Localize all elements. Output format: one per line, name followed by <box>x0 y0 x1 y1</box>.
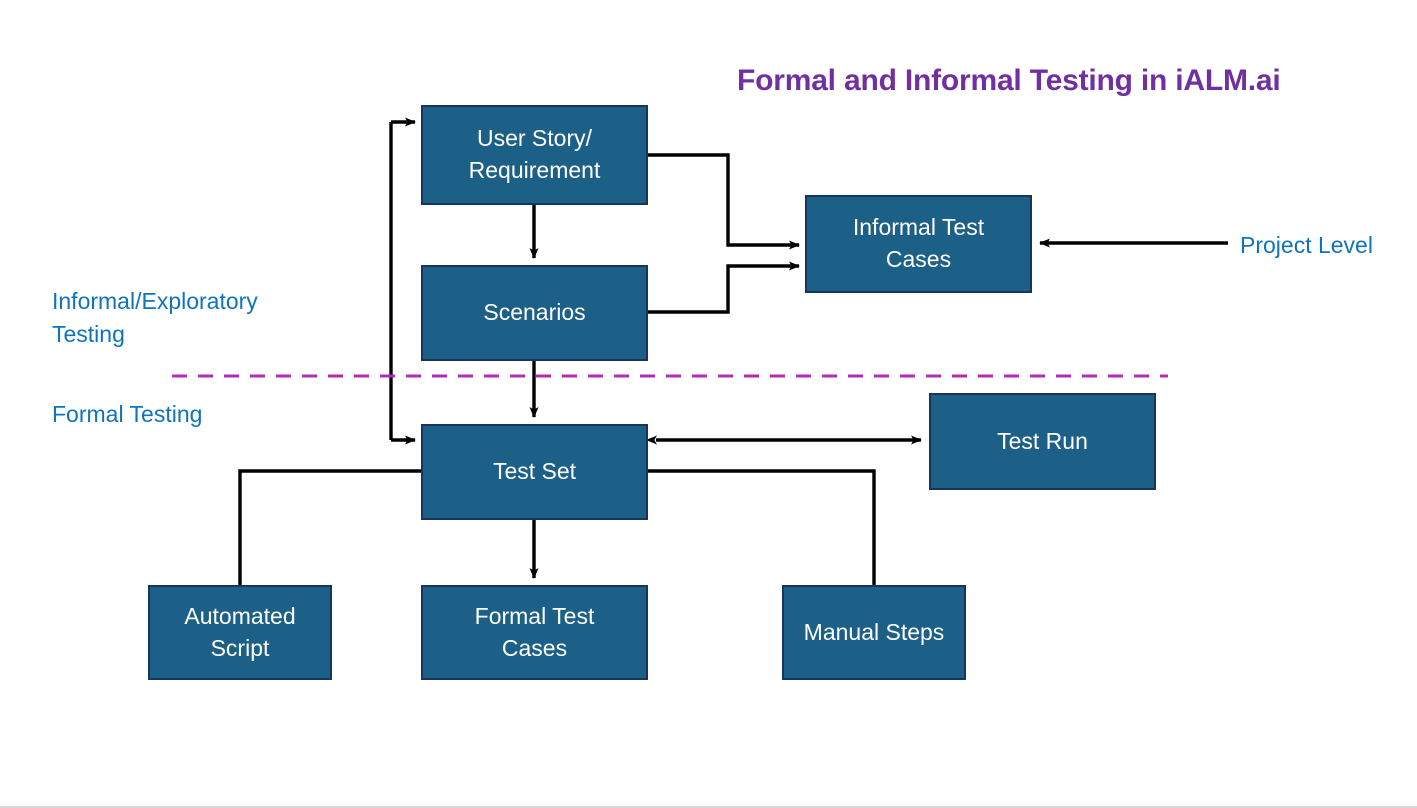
node-automated-script[interactable]: Automated Script <box>148 585 332 680</box>
label-project-level: Project Level <box>1240 232 1373 258</box>
node-formal-test-cases[interactable]: Formal Test Cases <box>421 585 648 680</box>
label-formal-testing: Formal Testing <box>52 401 203 427</box>
page-title: Formal and Informal Testing in iALM.ai <box>737 64 1281 97</box>
node-informal-test-cases[interactable]: Informal Test Cases <box>805 195 1032 293</box>
edge-scenarios-to-informal-test-cases <box>648 261 800 314</box>
node-manual-steps[interactable]: Manual Steps <box>782 585 966 680</box>
label-informal-exploratory-testing: Informal/Exploratory Testing <box>52 288 258 347</box>
node-test-run[interactable]: Test Run <box>929 393 1156 490</box>
edge-test-set-to-automated-script <box>238 469 421 585</box>
bottom-divider <box>0 806 1417 808</box>
node-scenarios[interactable]: Scenarios <box>421 265 648 361</box>
node-test-set[interactable]: Test Set <box>421 424 648 520</box>
node-user-story[interactable]: User Story/ Requirement <box>421 105 648 205</box>
edge-user-story-to-informal-test-cases <box>648 153 800 250</box>
edge-test-set-to-manual-steps <box>648 469 876 585</box>
